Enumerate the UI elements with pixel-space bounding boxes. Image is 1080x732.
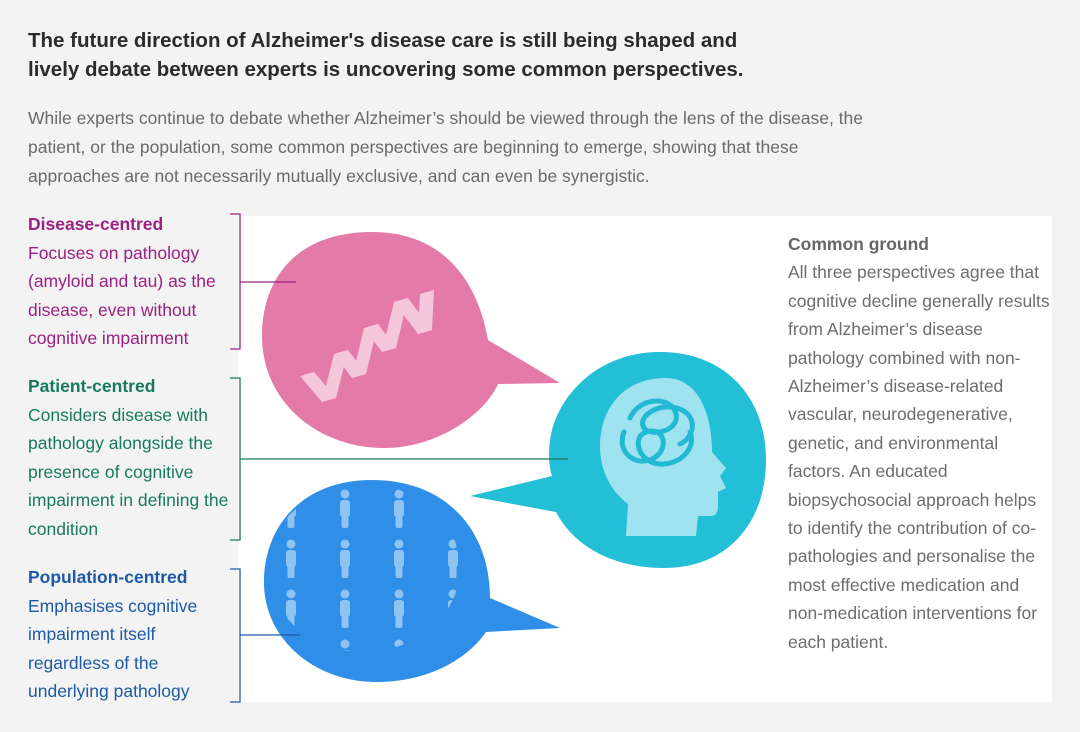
headline-line-1: The future direction of Alzheimer's dise… (28, 29, 738, 52)
disease-speech-bubble (262, 232, 560, 448)
disease-centred-block: Disease-centred Focuses on pathology (am… (28, 210, 233, 353)
patient-bracket (230, 377, 568, 541)
patient-centred-description: Considers disease with pathology alongsi… (28, 404, 229, 539)
dna-icon (300, 290, 434, 402)
patient-centred-title: Patient-centred (28, 376, 156, 396)
crowd-of-people-icon (268, 484, 460, 652)
population-bracket (230, 568, 300, 703)
patient-centred-block: Patient-centred Considers disease with p… (28, 372, 233, 543)
common-ground-block: Common ground All three perspectives agr… (788, 230, 1050, 656)
disease-centred-description: Focuses on pathology (amyloid and tau) a… (28, 242, 216, 349)
brain-knot-icon (619, 398, 695, 467)
headline: The future direction of Alzheimer's dise… (28, 26, 788, 84)
population-centred-title: Population-centred (28, 567, 188, 587)
population-centred-block: Population-centred Emphasises cognitive … (28, 563, 233, 706)
common-ground-text: All three perspectives agree that cognit… (788, 262, 1050, 652)
intro-paragraph: While experts continue to debate whether… (28, 108, 864, 186)
common-ground-title: Common ground (788, 234, 929, 254)
disease-bracket (230, 213, 296, 350)
disease-centred-title: Disease-centred (28, 214, 164, 234)
population-centred-description: Emphasises cognitive impairment itself r… (28, 595, 198, 702)
headline-line-2: lively debate between experts is uncover… (28, 58, 744, 81)
